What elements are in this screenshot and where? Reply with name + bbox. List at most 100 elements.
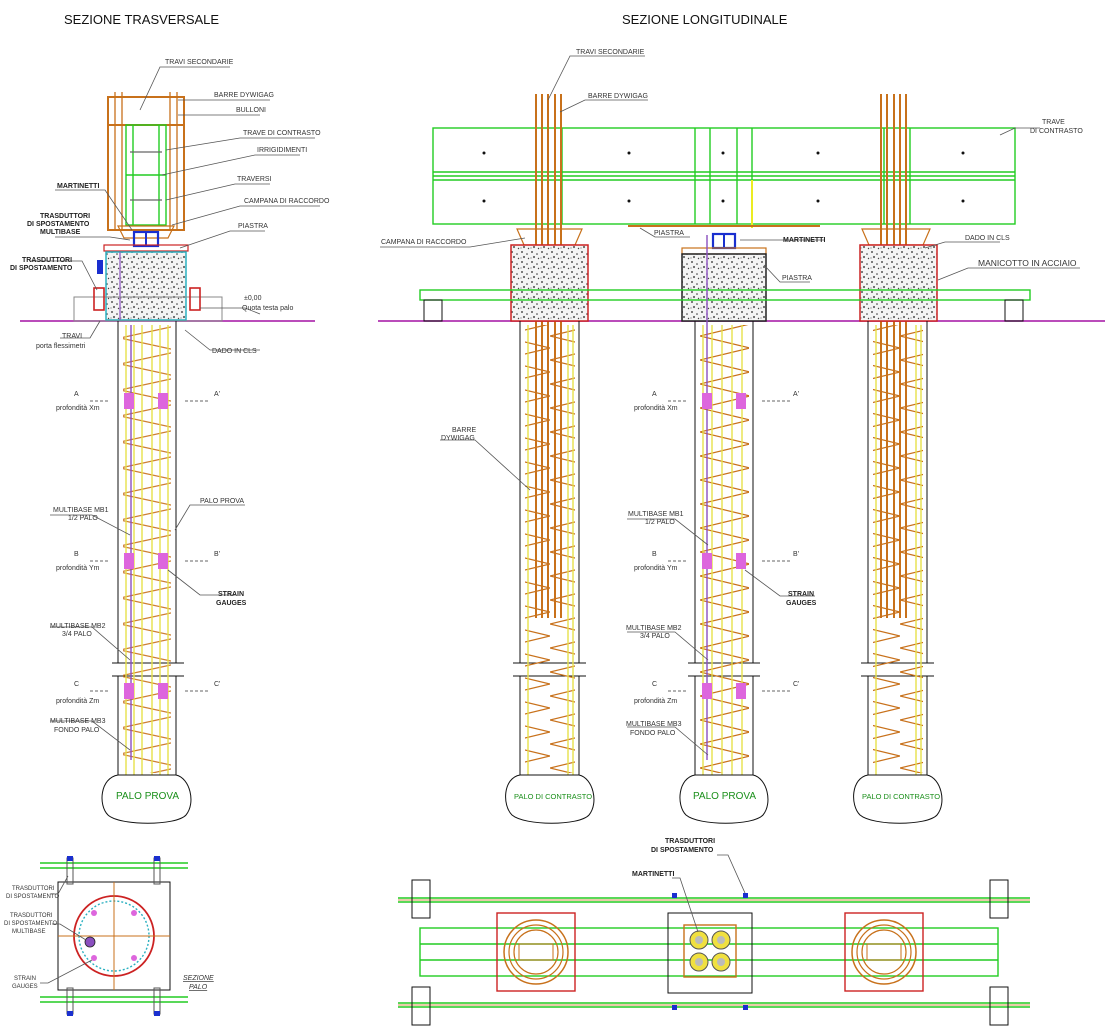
label-piastra-l: PIASTRA — [782, 275, 812, 282]
label-mb2-2-t: 3/4 PALO — [62, 631, 92, 638]
label-prof-y-l: profondità Ym — [634, 565, 678, 572]
label-mb1-1-l: MULTIBASE MB1 — [628, 511, 684, 518]
label-martinetti-t: MARTINETTI — [57, 183, 99, 190]
title-transversal: SEZIONE TRASVERSALE — [64, 12, 219, 27]
transversal-beam-assembly — [103, 92, 189, 252]
plan-pile-right — [844, 912, 924, 992]
label-barre-2-l: DYWIGAG — [441, 435, 475, 442]
trasduttore-left — [93, 287, 105, 311]
label-prof-x-l: profondità Xm — [634, 405, 678, 412]
label-bulloni-t: BULLONI — [236, 107, 266, 114]
label-barre-dywigag-t: BARRE DYWIGAG — [214, 92, 274, 99]
label-piastra-top-l: PIASTRA — [654, 230, 684, 237]
label-prof-z-t: profondità Zm — [56, 698, 99, 705]
dado-cls-transversal — [105, 251, 187, 321]
strain-gauge-a-left — [124, 393, 134, 409]
label-quota-2: Quota testa palo — [242, 305, 293, 312]
label-ps-trmb-3: MULTIBASE — [12, 929, 46, 935]
label-b-prime-t: B' — [214, 551, 220, 558]
strain-gauge-c-right — [158, 683, 168, 699]
label-campana-t: CAMPANA DI RACCORDO — [244, 198, 330, 205]
label-ps-sezione-2: PALO — [189, 984, 208, 991]
label-traversi-t: TRAVERSI — [237, 176, 272, 183]
label-palo-contrasto-left: PALO DI CONTRASTO — [514, 792, 592, 801]
label-b-prime-l: B' — [793, 551, 799, 558]
label-ps-trmb-1: TRASDUTTORI — [10, 913, 53, 919]
label-martinetti-l: MARTINETTI — [783, 237, 825, 244]
label-ps-sezione-1: SEZIONE — [183, 975, 214, 982]
label-a-l: A — [652, 391, 657, 398]
label-strain-1-l: STRAIN — [788, 591, 814, 598]
label-mb2-1-l: MULTIBASE MB2 — [626, 625, 682, 632]
label-c-prime-l: C' — [793, 681, 799, 688]
label-barre-1-l: BARRE — [452, 427, 476, 434]
test-pile-transversal — [101, 321, 192, 824]
label-prof-y-t: profondità Ym — [56, 565, 100, 572]
label-palo-prova-l: PALO PROVA — [693, 791, 756, 802]
label-mb1-2-t: 1/2 PALO — [68, 515, 98, 522]
label-trave-1-l: TRAVE — [1042, 119, 1065, 126]
label-b-l: B — [652, 551, 657, 558]
pile-bulb-transversal — [101, 774, 192, 824]
label-irrigidimenti-t: IRRIGIDIMENTI — [257, 147, 307, 154]
pile-cross-section: TRASDUTTORI DI SPOSTAMENTO TRASDUTTORI D… — [4, 856, 214, 1016]
label-mb1-1-t: MULTIBASE MB1 — [53, 507, 109, 514]
label-trasd-multibase-2: DI SPOSTAMENTO — [27, 221, 90, 228]
label-ps-strain-2: GAUGES — [12, 984, 38, 990]
label-mb3-2-t: FONDO PALO — [54, 727, 100, 734]
label-a-t: A — [74, 391, 79, 398]
strain-gauge-b-left — [124, 553, 134, 569]
longitudinal-section: TRAVI SECONDARIE BARRE DYWIGAG TRAVE DI … — [380, 49, 1083, 824]
strain-gauge-b-right — [158, 553, 168, 569]
label-plan-trasduttori-1: TRASDUTTORI — [665, 838, 715, 845]
test-pile-longitudinal — [679, 235, 769, 824]
label-prof-z-l: profondità Zm — [634, 698, 677, 705]
label-mb3-2-l: FONDO PALO — [630, 730, 676, 737]
dado-left — [510, 244, 589, 322]
label-travi-secondarie-t: TRAVI SECONDARIE — [165, 59, 234, 66]
label-plan-martinetti: MARTINETTI — [632, 871, 674, 878]
label-piastra-t: PIASTRA — [238, 223, 268, 230]
label-a-prime-l: A' — [793, 391, 799, 398]
dado-center — [681, 253, 767, 322]
label-mb3-1-l: MULTIBASE MB3 — [626, 721, 682, 728]
label-dado-l: DADO IN CLS — [965, 235, 1010, 242]
label-strain-2-l: GAUGES — [786, 600, 817, 607]
plan-pile-center — [667, 912, 753, 994]
label-c-prime-t: C' — [214, 681, 220, 688]
label-a-prime-t: A' — [214, 391, 220, 398]
label-dado-t: DADO IN CLS — [212, 348, 257, 355]
label-ps-trmb-2: DI SPOSTAMENTO — [4, 921, 57, 927]
plan-pile-left — [496, 912, 576, 992]
label-manicotto-l: MANICOTTO IN ACCIAIO — [978, 258, 1077, 268]
label-b-t: B — [74, 551, 79, 558]
label-trasduttori-t-1: TRASDUTTORI — [22, 257, 72, 264]
label-travi-2: porta flessimetri — [36, 343, 86, 350]
label-campana-l: CAMPANA DI RACCORDO — [381, 239, 467, 246]
label-trave-contrasto-t: TRAVE DI CONTRASTO — [243, 130, 321, 137]
contrast-beam-longitudinal — [432, 127, 1016, 228]
dado-right — [859, 244, 938, 322]
label-c-t: C — [74, 681, 79, 688]
label-trasd-multibase-3: MULTIBASE — [40, 229, 81, 236]
label-ps-strain-1: STRAIN — [14, 976, 36, 982]
title-longitudinal: SEZIONE LONGITUDINALE — [622, 12, 788, 27]
strain-gauge-a-right — [158, 393, 168, 409]
label-ps-trasduttori-2: DI SPOSTAMENTO — [6, 894, 59, 900]
label-trasduttori-t-2: DI SPOSTAMENTO — [10, 265, 73, 272]
label-c-l: C — [652, 681, 657, 688]
trasduttore-right — [189, 287, 201, 311]
label-palo-prova-t: PALO PROVA — [200, 498, 244, 505]
label-quota-1: ±0,00 — [244, 295, 262, 302]
label-strain-1-t: STRAIN — [218, 591, 244, 598]
label-travi-1: TRAVI — [62, 333, 82, 340]
contrast-pile-left — [505, 321, 595, 824]
label-palo-prova-bulb-t: PALO PROVA — [116, 791, 179, 802]
label-plan-trasduttori-2: DI SPOSTAMENTO — [651, 847, 714, 854]
label-mb3-1-t: MULTIBASE MB3 — [50, 718, 106, 725]
label-mb2-2-l: 3/4 PALO — [640, 633, 670, 640]
label-strain-2-t: GAUGES — [216, 600, 247, 607]
strain-gauge-c-left — [124, 683, 134, 699]
label-ps-trasduttori-1: TRASDUTTORI — [12, 886, 55, 892]
